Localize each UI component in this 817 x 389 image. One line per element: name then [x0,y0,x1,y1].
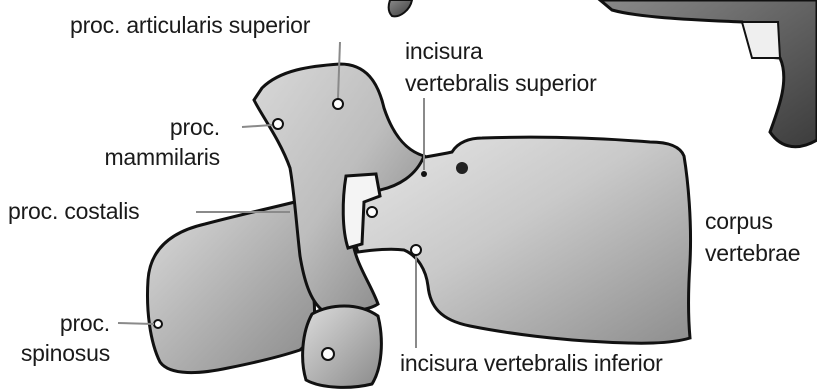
label-corpus-line2: vertebrae [705,240,800,267]
label-proc-articularis-superior: proc. articularis superior [70,12,310,39]
notch-dot-icon [456,162,468,174]
label-mammilaris-line2: mammilaris [70,144,220,171]
spinous-process-shape [148,196,319,373]
label-spinosus-line2: spinosus [0,340,110,367]
label-corpus-line1: corpus [705,208,773,235]
notch-dot-icon [421,171,427,177]
label-incisura-superior-line2: vertebralis superior [405,70,597,97]
label-incisura-inferior: incisura vertebralis inferior [400,350,663,377]
label-proc-costalis: proc. costalis [8,198,139,225]
label-spinosus-line1: proc. [20,310,110,337]
label-mammilaris-line1: proc. [110,114,220,141]
inferior-articular-process-shape [303,306,382,387]
label-incisura-superior-line1: incisura [405,38,483,65]
